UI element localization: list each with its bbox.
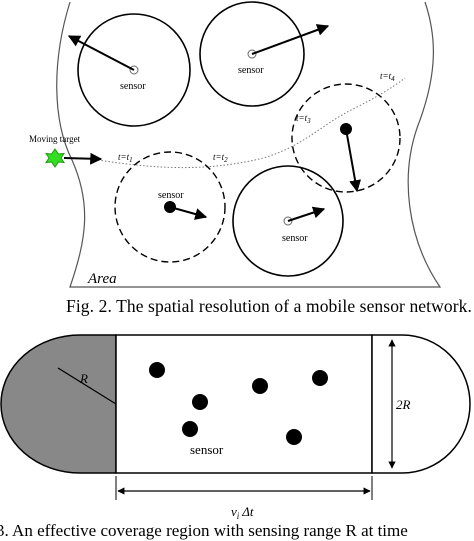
top-figure: sensor sensor sensor sensor bbox=[29, 1, 442, 288]
area-label: Area bbox=[87, 271, 117, 287]
coverage-rectangle bbox=[115, 334, 373, 474]
sensor-dot bbox=[286, 429, 302, 445]
time-label-t1: t=t1 bbox=[118, 152, 133, 164]
target-label: Moving target bbox=[29, 134, 81, 144]
target-trajectory bbox=[97, 77, 406, 169]
sensor-node-5: sensor bbox=[232, 165, 344, 277]
time-label-t4: t=t4 bbox=[380, 71, 395, 83]
sensor-label: sensor bbox=[190, 442, 224, 457]
sensor-dot bbox=[182, 421, 198, 437]
sensor-label: sensor bbox=[120, 81, 146, 92]
sensor-dot bbox=[252, 378, 268, 394]
target-star-icon bbox=[45, 148, 65, 168]
time-label-t3: t=t3 bbox=[296, 113, 311, 125]
shaded-half-disk bbox=[0, 334, 117, 474]
diameter-label: 2R bbox=[396, 397, 411, 412]
radius-line bbox=[57, 367, 117, 405]
figure-caption-top: Fig. 2. The spatial resolution of a mobi… bbox=[66, 296, 472, 316]
sensor-dot bbox=[312, 370, 328, 386]
sensor-dot bbox=[149, 362, 165, 378]
sensor-node-2: sensor bbox=[199, 1, 330, 107]
area-boundary bbox=[56, 1, 442, 288]
sensor-node-4: sensor bbox=[114, 151, 226, 263]
radius-label: R bbox=[79, 371, 88, 386]
sensor-label: sensor bbox=[238, 65, 264, 76]
figure-caption-bottom: 3. An effective coverage region with sen… bbox=[0, 521, 408, 540]
moving-target: Moving target bbox=[29, 134, 103, 168]
sensor-node-1: sensor bbox=[67, 13, 191, 127]
right-half-disk bbox=[372, 334, 471, 474]
sensor-label: sensor bbox=[282, 233, 308, 244]
time-label-t2: t=t2 bbox=[213, 152, 228, 164]
sensor-node-3 bbox=[291, 83, 401, 193]
sensor-dot bbox=[192, 394, 208, 410]
sensor-label: sensor bbox=[158, 190, 184, 201]
